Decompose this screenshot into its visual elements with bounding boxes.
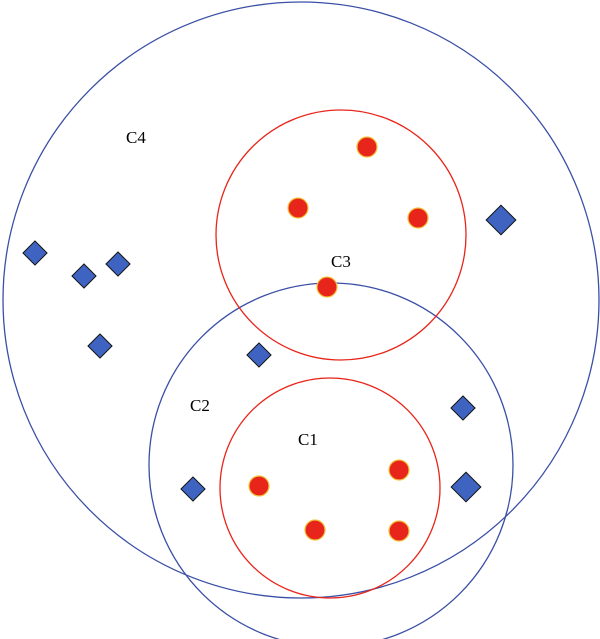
blue-diamond [246, 342, 272, 368]
blue-diamond [22, 240, 48, 266]
red-dot [388, 520, 410, 542]
circle-c3 [215, 109, 467, 361]
blue-diamond [485, 204, 517, 236]
blue-diamond [450, 395, 476, 421]
circle-c2 [148, 282, 514, 639]
red-dot [356, 136, 378, 158]
c1-points [248, 459, 410, 542]
red-dot [248, 475, 270, 497]
red-dot [287, 197, 309, 219]
diamond-points [22, 204, 517, 503]
blue-diamond [71, 263, 97, 289]
c3-points [287, 136, 429, 298]
circle-c1 [219, 377, 441, 599]
red-dot [316, 276, 338, 298]
red-dot [388, 459, 410, 481]
red-dot [407, 207, 429, 229]
blue-diamond [105, 251, 131, 277]
blue-diamond [180, 476, 206, 502]
label-c1: C1 [298, 430, 318, 449]
blue-diamond [87, 333, 113, 359]
label-c4: C4 [126, 128, 146, 147]
label-c2: C2 [190, 396, 210, 415]
circle-c4 [2, 1, 600, 599]
red-dot [304, 519, 326, 541]
label-c3: C3 [331, 252, 351, 271]
blue-diamond [450, 471, 482, 503]
